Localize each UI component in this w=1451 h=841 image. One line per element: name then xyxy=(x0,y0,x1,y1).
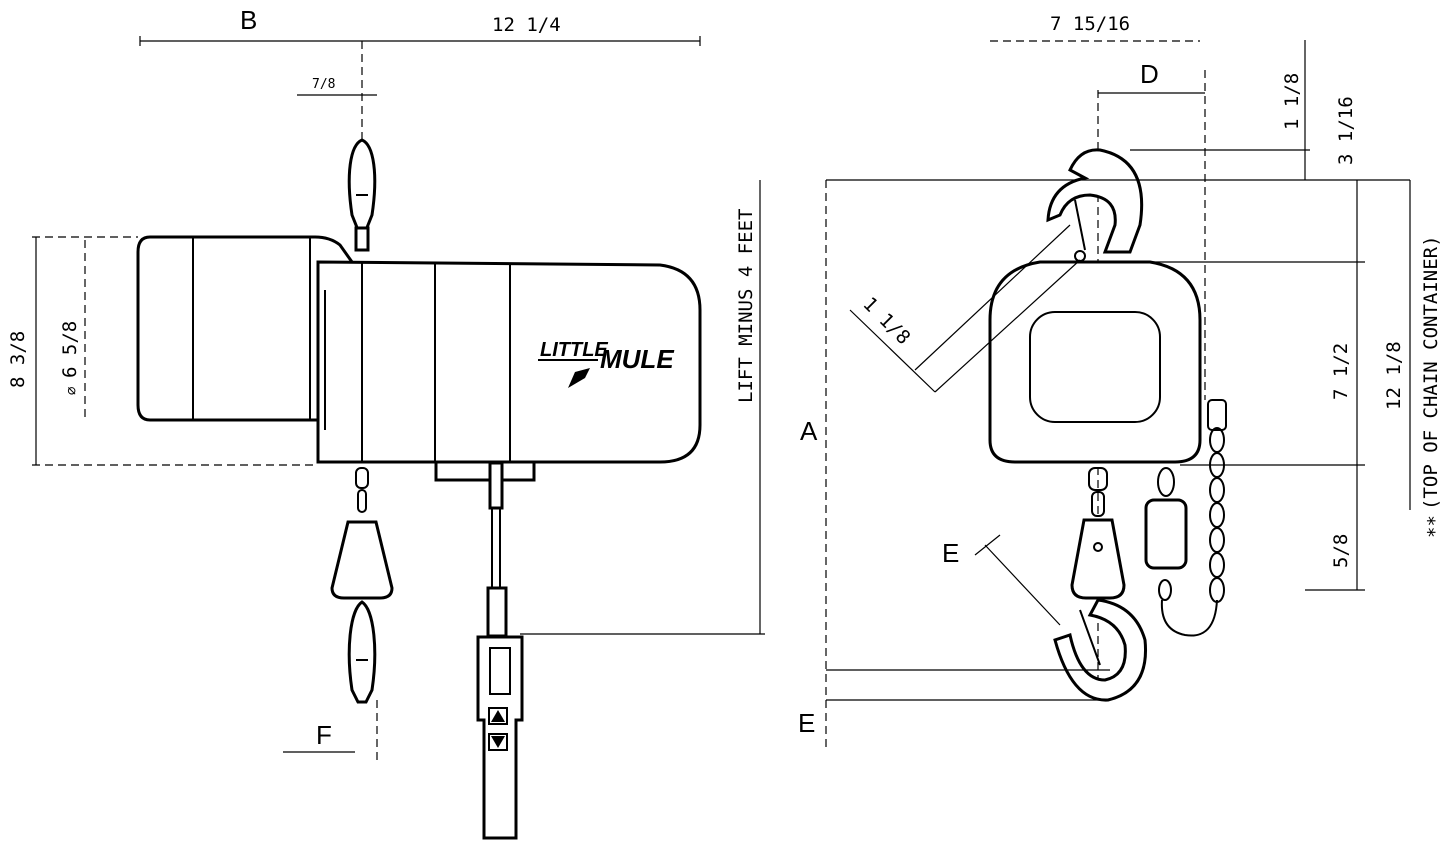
dim-top-a: 1 1/8 xyxy=(1281,73,1303,130)
dim-width-right: 7 15/16 xyxy=(1050,13,1130,35)
label-f: F xyxy=(316,720,332,750)
bottom-block xyxy=(330,520,394,600)
label-e-lower: E xyxy=(798,708,815,738)
load-chain-left xyxy=(355,467,369,513)
label-b: B xyxy=(240,5,257,35)
down-arrow-icon[interactable] xyxy=(488,733,508,751)
pendant-cable xyxy=(491,507,501,589)
label-e-upper: E xyxy=(942,538,959,568)
motor-housing xyxy=(136,235,354,422)
note-chain-container: (TOP OF CHAIN CONTAINER) xyxy=(1420,235,1442,510)
dim-lift: LIFT MINUS 4 FEET xyxy=(735,209,757,403)
hoist-body-front xyxy=(988,260,1202,464)
dim-top-b: 3 1/16 xyxy=(1335,96,1357,165)
svg-text:MULE: MULE xyxy=(600,344,674,374)
pendant-cable-boot xyxy=(486,586,508,638)
bottom-hook xyxy=(347,600,377,704)
bottom-hook-front xyxy=(1053,598,1148,702)
top-hook xyxy=(347,138,377,232)
dim-hook-offset: 7/8 xyxy=(312,77,335,92)
dim-bottom: 5/8 xyxy=(1330,534,1352,568)
dim-body-height: 7 1/2 xyxy=(1330,343,1352,400)
body-window xyxy=(1029,311,1161,423)
little-mule-logo: LITTLE MULE xyxy=(538,339,674,388)
note-mark: ** xyxy=(1424,515,1446,538)
pendant-strain-relief xyxy=(488,461,504,510)
label-a: A xyxy=(800,416,818,446)
dim-total-height: 12 1/8 xyxy=(1383,341,1405,410)
top-hook-shank xyxy=(354,226,370,252)
dim-overall-height: 8 3/8 xyxy=(7,331,29,388)
dim-hook-throat: 1 1/8 xyxy=(858,293,914,349)
label-d: D xyxy=(1140,59,1159,89)
dim-width-left: 12 1/4 xyxy=(492,14,561,36)
top-hook-front xyxy=(1046,148,1144,254)
bottom-block-front xyxy=(1070,518,1126,600)
diameter-symbol: ⌀ xyxy=(64,386,80,395)
left-side-view: B 12 1/4 7/8 LITTLE MULE 8 xyxy=(7,5,765,840)
svg-text:LITTLE: LITTLE xyxy=(540,339,608,361)
hand-chain-loop xyxy=(1158,399,1227,637)
up-arrow-icon[interactable] xyxy=(488,707,508,725)
chain-container xyxy=(1144,498,1188,570)
chain-guide xyxy=(434,460,536,482)
dim-motor-diameter: 6 5/8 xyxy=(59,321,81,378)
right-front-view: 7 15/16 D 1 1/8 3 1/16 1 1/8 7 1/2 12 1/… xyxy=(798,13,1446,750)
